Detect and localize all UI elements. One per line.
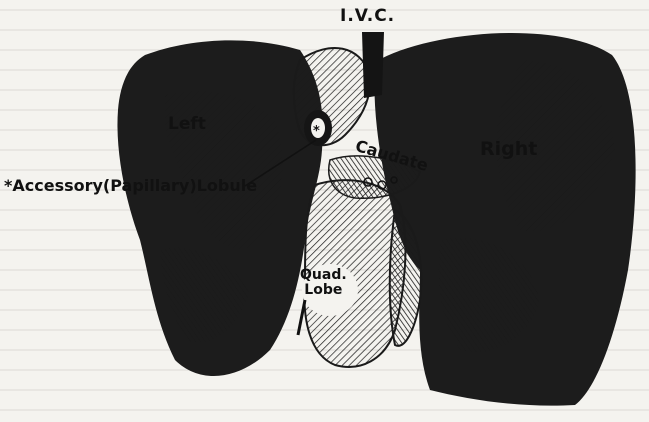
accessory-lobule-label: *Accessory(Papillary)Lobule <box>4 178 257 194</box>
papillary-asterisk: * <box>313 124 320 139</box>
quadrate-lobe-label: Quad. Lobe <box>300 268 347 297</box>
inferior-vena-cava <box>362 32 384 98</box>
quadrate-label-line2: Lobe <box>300 283 347 298</box>
quadrate-label-line1: Quad. <box>300 268 347 283</box>
right-lobe-label: Right <box>480 140 537 159</box>
left-lobe-label: Left <box>168 116 206 133</box>
ivc-label: I.V.C. <box>340 8 395 25</box>
